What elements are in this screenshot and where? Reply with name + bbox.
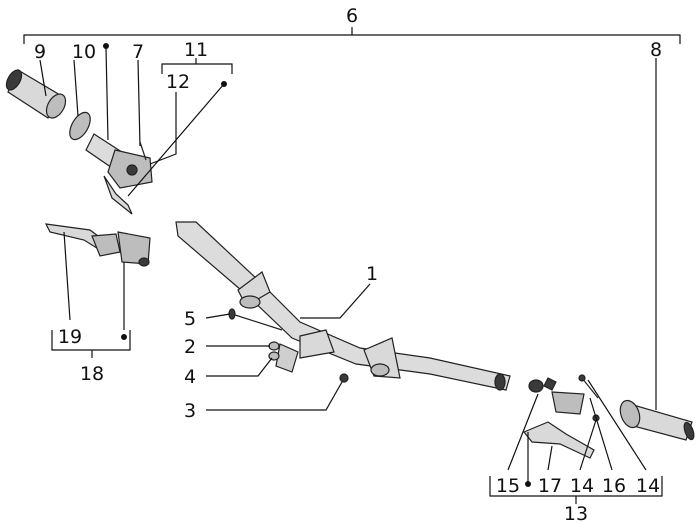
callout-4: 4 [184, 366, 196, 388]
callout-19: 19 [58, 326, 82, 348]
callout-12: 12 [166, 71, 190, 93]
callout-8: 8 [650, 39, 662, 61]
callout-7: 7 [132, 41, 144, 63]
parts-illustration [5, 69, 695, 459]
left-switch-housing [103, 141, 153, 215]
callout-15: 15 [496, 475, 520, 497]
callout-3: 3 [184, 400, 196, 422]
right-brake-lever [523, 421, 595, 459]
leader-lines [23, 27, 681, 504]
callout-11: 11 [184, 39, 208, 61]
callout-17: 17 [538, 475, 562, 497]
callout-13: 13 [564, 503, 588, 525]
callout-1: 1 [366, 263, 378, 285]
leader-dots [103, 43, 531, 487]
callout-6: 6 [346, 5, 358, 27]
callout-18: 18 [80, 363, 104, 385]
callout-2: 2 [184, 336, 196, 358]
callout-16: 16 [602, 475, 626, 497]
callout-labels: 6 9 10 7 11 12 8 1 5 2 4 3 19 18 15 17 1… [34, 5, 662, 525]
right-hardware [528, 374, 600, 422]
callout-9: 9 [34, 41, 46, 63]
left-brake-lever [44, 223, 151, 267]
left-grip-ring [69, 111, 91, 141]
callout-10: 10 [72, 41, 96, 63]
callout-14-left: 14 [570, 475, 594, 497]
right-grip [619, 399, 695, 441]
callout-5: 5 [184, 308, 196, 330]
main-handlebar [175, 221, 511, 391]
left-grip [5, 69, 67, 119]
callout-14-right: 14 [636, 475, 660, 497]
